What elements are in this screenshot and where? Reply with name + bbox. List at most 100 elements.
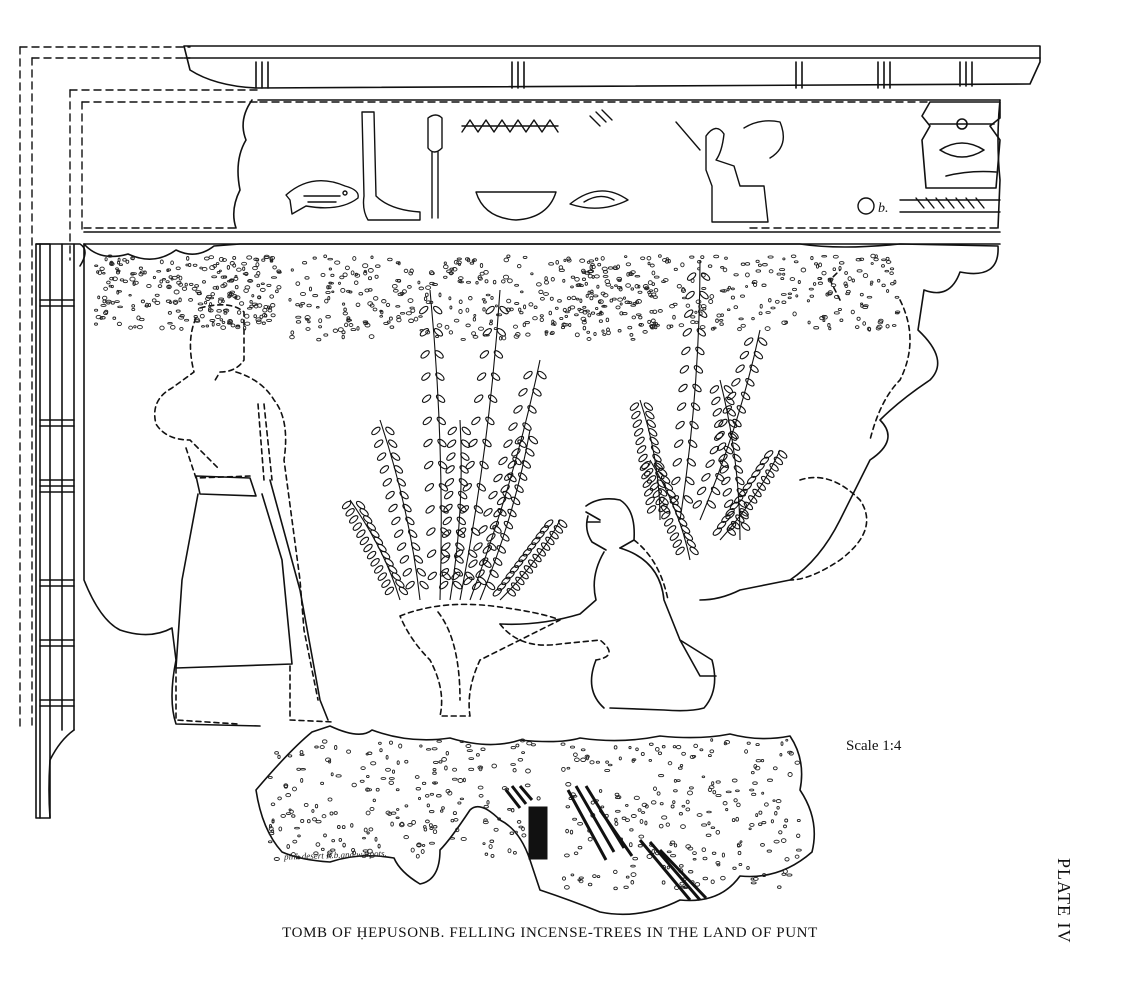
stipple-dot (564, 310, 570, 314)
stipple-dot (764, 802, 769, 807)
leaf (468, 549, 478, 558)
sign-label: b. (878, 201, 889, 216)
stipple-dot (367, 751, 373, 756)
leaf (669, 496, 679, 506)
stipple-dot (640, 256, 646, 261)
leaf (473, 542, 483, 551)
stipple-dot (491, 763, 497, 769)
stipple-dot (268, 824, 273, 829)
leaf (658, 488, 668, 497)
stipple-dot (653, 287, 659, 293)
stipple-dot (513, 324, 518, 329)
stipple-dot (521, 751, 526, 754)
stipple-dot (236, 310, 242, 315)
leaf (634, 428, 644, 437)
stipple-dot (300, 291, 306, 297)
stipple-dot (613, 745, 618, 750)
stipple-dot (595, 306, 599, 311)
leaf (468, 438, 478, 448)
leaf (457, 503, 467, 513)
stipple-dot (273, 857, 280, 861)
stipple-dot (188, 282, 194, 286)
stipple-dot (707, 264, 713, 268)
stipple-dot (630, 880, 635, 885)
stipple-dot (519, 738, 526, 743)
stipple-dot (305, 318, 310, 321)
stipple-dot (456, 260, 462, 265)
stipple-dot (673, 267, 678, 272)
stipple-dot (710, 879, 715, 885)
stipple-dot (782, 257, 786, 261)
leaf (689, 420, 699, 430)
stipple-dot (205, 324, 210, 328)
stipple-dot (635, 313, 642, 316)
stipple-dot (585, 309, 590, 313)
stipple-dot (648, 742, 654, 746)
stipple-dot (117, 305, 123, 309)
stipple-dot (680, 288, 687, 293)
stipple-dot (482, 820, 489, 825)
stipple-dot (846, 289, 851, 294)
stipple-dot (300, 818, 305, 824)
stipple-dot (395, 278, 401, 283)
leaf (725, 510, 735, 520)
leaf (764, 450, 774, 459)
stipple-dot (598, 300, 602, 303)
stipple-dot (628, 272, 634, 276)
stipple-dot (388, 780, 395, 785)
stipple-dot (627, 325, 633, 330)
stipple-dot (506, 298, 512, 304)
stipple-dot (306, 819, 311, 824)
leaf (475, 569, 485, 578)
branch (459, 289, 501, 601)
stipple-dot (812, 282, 817, 286)
stipple-dot (532, 316, 538, 321)
leaf (470, 527, 481, 536)
stipple-dot (651, 270, 656, 276)
stipple-dot (436, 739, 442, 743)
stipple-dot (306, 303, 312, 308)
stipple-dot (739, 840, 743, 843)
stipple-dot (520, 290, 524, 294)
leaf (503, 439, 513, 448)
stipple-dot (227, 291, 233, 296)
stipple-dot (369, 855, 375, 858)
stipple-dot (485, 293, 491, 297)
stipple-dot (212, 286, 218, 290)
leaf (456, 516, 466, 526)
stipple-dot (146, 283, 152, 289)
stipple-dot (521, 833, 527, 838)
stipple-dot (629, 828, 634, 832)
stipple-dot (232, 255, 237, 260)
leaf (675, 546, 685, 556)
stipple-dot (600, 805, 605, 809)
stipple-dot (230, 323, 236, 328)
stipple-dot (814, 262, 819, 266)
stipple-dot (346, 749, 352, 754)
stipple-dot (363, 270, 368, 276)
stipple-dot (631, 315, 637, 320)
stipple-dot (344, 265, 350, 271)
stipple-dot (477, 785, 484, 790)
stipple-dot (866, 295, 873, 299)
stipple-dot (267, 308, 273, 313)
stipple-dot (443, 275, 448, 279)
leaf (425, 505, 435, 514)
stipple-dot (486, 800, 490, 805)
stipple-dot (262, 307, 268, 313)
stipple-dot (459, 797, 465, 801)
stipple-dot (471, 331, 477, 336)
stipple-dot (296, 767, 302, 771)
stipple-dot (350, 328, 357, 332)
stipple-dot (259, 287, 266, 292)
stipple-dot (700, 273, 706, 278)
stipple-dot (354, 273, 361, 278)
stipple-dot (392, 288, 399, 293)
stipple-dot (112, 316, 117, 320)
stipple-dot (338, 281, 341, 285)
stipple-dot (304, 315, 311, 321)
leaf (778, 450, 788, 459)
stipple-dot (690, 315, 696, 319)
stipple-dot (255, 257, 260, 262)
stipple-dot (290, 852, 296, 857)
